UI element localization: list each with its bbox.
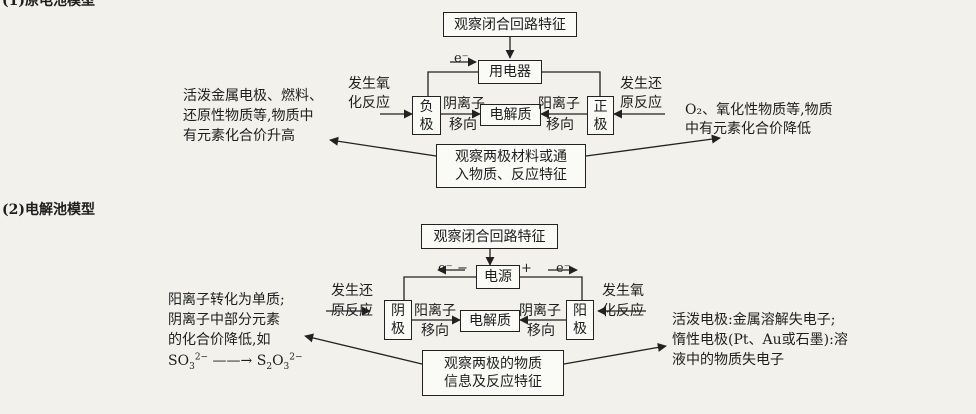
s2-observe-circuit-label: 观察闭合回路特征 — [433, 228, 546, 245]
s2-formula-arrow: ——→ — [212, 353, 253, 369]
s2-left-reaction-1: 发生还 — [331, 283, 373, 299]
s1-observe-circuit-label: 观察闭合回路特征 — [454, 16, 566, 33]
s1-cation-migrate-1: 阳离子 — [538, 96, 580, 112]
s2-anion-migrate-2: 移向 — [527, 323, 555, 339]
s1-device-label: 用电器 — [489, 64, 531, 80]
s2-cathode-box: 阴 极 — [384, 300, 412, 340]
s2-formula-so-sub: 3 — [189, 361, 195, 372]
s2-anion-migrate-1: 阴离子 — [519, 303, 561, 319]
s1-anion-migrate-1: 阴离子 — [443, 96, 485, 112]
s1-right-desc-1-rest: 、氧化性物质等,物质 — [702, 102, 833, 118]
s2-formula-so: SO — [168, 353, 190, 369]
s1-right-reaction-1: 发生还 — [620, 76, 662, 92]
s1-negative-electrode-box: 负 极 — [412, 96, 441, 135]
s2-left-desc-3: 的化合价降低,如 — [168, 332, 271, 348]
s2-observe-materials-1: 观察两极的物质 — [444, 356, 542, 372]
s1-positive-electrode-box: 正 极 — [587, 96, 614, 135]
s1-left-desc-1: 活泼金属电极、燃料、 — [183, 88, 323, 104]
s2-observe-materials-2: 信息及反应特征 — [444, 374, 542, 390]
s2-anode-label-2: 极 — [573, 321, 587, 337]
s1-observe-circuit-box: 观察闭合回路特征 — [443, 12, 577, 37]
s1-left-desc-3: 有元素化合价升高 — [183, 128, 295, 144]
s2-formula-so-sup: 2− — [194, 352, 209, 363]
s1-positive-electrode-label-1: 正 — [593, 98, 608, 115]
s2-observe-circuit-box: 观察闭合回路特征 — [421, 224, 558, 249]
s1-anion-migrate-2: 移向 — [449, 117, 477, 133]
s1-positive-electrode-label-2: 极 — [593, 116, 608, 133]
s2-minus-sign: − — [457, 261, 468, 276]
s1-negative-electrode-label-1: 负 — [419, 98, 434, 115]
s2-electron-left: e⁻ — [438, 261, 453, 276]
s1-left-desc-2: 还原性物质等,物质中 — [183, 108, 314, 124]
s2-power-box: 电源 — [476, 265, 520, 289]
s1-left-reaction-1: 发生氧 — [348, 76, 390, 92]
s2-cation-migrate-1: 阳离子 — [414, 303, 456, 319]
s2-power-label: 电源 — [484, 269, 512, 285]
s1-observe-materials-2: 入物质、反应特征 — [455, 167, 567, 183]
s2-electrolyte-label: 电解质 — [469, 313, 511, 329]
section2-header: (2)电解池模型 — [2, 202, 95, 218]
s2-formula-s2o3-sup: 2− — [289, 352, 303, 363]
s2-cathode-label-1: 阴 — [391, 303, 405, 319]
s1-right-desc-2: 中有元素化合价降低 — [685, 121, 811, 137]
s1-observe-materials-1: 观察两极材料或通 — [455, 149, 567, 165]
s1-electrolyte-box: 电解质 — [480, 104, 541, 126]
s2-formula-o-sub: 3 — [283, 361, 290, 372]
s2-right-desc-3: 液中的物质失电子 — [672, 352, 784, 368]
s2-left-reaction-2: 原反应 — [331, 303, 373, 319]
s1-right-reaction-2: 原反应 — [620, 95, 662, 111]
s1-electron-label: e⁻ — [454, 51, 469, 66]
s2-left-desc-2: 阴离子中部分元素 — [168, 312, 280, 328]
s2-formula-s-sub: 2 — [266, 361, 273, 372]
s2-formula-o: O — [272, 353, 284, 369]
s2-left-formula: SO32− ——→ S2O32− — [168, 352, 303, 372]
s2-anode-box: 阳 极 — [566, 300, 594, 340]
s1-cation-migrate-2: 移向 — [546, 117, 574, 133]
s1-observe-materials-box: 观察两极材料或通 入物质、反应特征 — [436, 144, 586, 188]
s1-device-box: 用电器 — [478, 60, 542, 84]
s2-electron-right: e⁻ — [556, 261, 571, 276]
s1-electrolyte-label: 电解质 — [489, 107, 532, 123]
s2-cation-migrate-2: 移向 — [421, 323, 449, 339]
s2-right-reaction-2: 化反应 — [602, 303, 644, 319]
s2-left-desc-1: 阳离子转化为单质; — [168, 292, 285, 308]
s2-formula-s: S — [256, 353, 267, 369]
s1-right-desc-formula: O₂ — [685, 102, 703, 118]
s1-left-reaction-2: 化反应 — [348, 95, 390, 111]
s1-right-desc-1: O₂、氧化性物质等,物质 — [685, 101, 833, 119]
s2-plus-sign: + — [521, 261, 532, 276]
s2-cathode-label-2: 极 — [391, 321, 405, 337]
s2-anode-label-1: 阳 — [573, 303, 587, 319]
s2-right-reaction-1: 发生氧 — [602, 283, 644, 299]
s2-electrolyte-box: 电解质 — [460, 310, 520, 332]
s2-observe-materials-box: 观察两极的物质 信息及反应特征 — [422, 350, 564, 396]
s1-negative-electrode-label-2: 极 — [419, 116, 434, 133]
section1-header: (1)原电池模型 — [2, 0, 95, 9]
s2-right-desc-1: 活泼电极:金属溶解失电子; — [672, 312, 836, 328]
s2-right-desc-2: 惰性电极(Pt、Au或石墨):溶 — [672, 332, 848, 348]
